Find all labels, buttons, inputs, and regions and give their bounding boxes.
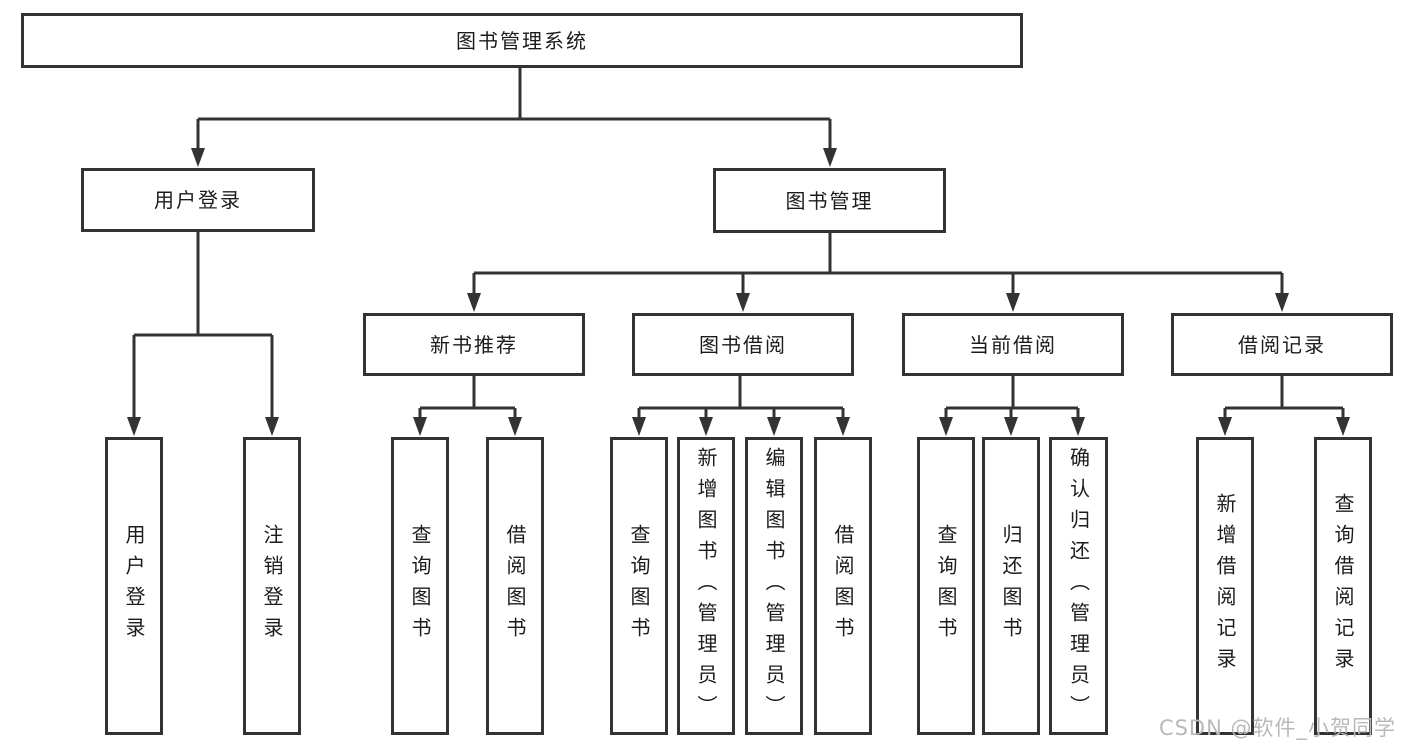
node-label: 查询图书	[627, 524, 651, 648]
node-label: 图书管理	[785, 188, 874, 213]
node-label: 借阅图书	[503, 524, 527, 648]
leaf-edit-book-admin: 编辑图书（管理员）	[745, 437, 803, 735]
leaf-query-books-recommend: 查询图书	[391, 437, 449, 735]
node-label: 查询图书	[934, 524, 958, 648]
node-label: 归还图书	[999, 524, 1023, 648]
leaf-query-books-current: 查询图书	[917, 437, 975, 735]
leaf-add-borrow-record: 新增借阅记录	[1196, 437, 1254, 735]
leaf-user-login: 用户登录	[105, 437, 163, 735]
leaf-query-books-borrow: 查询图书	[610, 437, 668, 735]
node-label: 注销登录	[260, 524, 284, 648]
node-label: 借阅图书	[831, 524, 855, 648]
node-label: 新书推荐	[430, 332, 518, 357]
connector-shafts	[132, 68, 1345, 421]
node-library-management-system: 图书管理系统	[21, 13, 1023, 68]
node-current-borrow: 当前借阅	[902, 313, 1124, 376]
arrow-heads	[127, 148, 1350, 436]
node-label: 当前借阅	[969, 332, 1057, 357]
node-book-borrow: 图书借阅	[632, 313, 854, 376]
node-label: 图书管理系统	[456, 28, 588, 53]
node-user-login: 用户登录	[81, 168, 315, 232]
leaf-query-borrow-record: 查询借阅记录	[1314, 437, 1372, 735]
node-label: 查询图书	[408, 524, 432, 648]
node-book-management: 图书管理	[713, 168, 946, 233]
node-label: 查询借阅记录	[1331, 493, 1355, 679]
node-new-book-recommend: 新书推荐	[363, 313, 585, 376]
node-label: 新增图书（管理员）	[694, 446, 718, 726]
leaf-borrow-books-recommend: 借阅图书	[486, 437, 544, 735]
node-borrow-records: 借阅记录	[1171, 313, 1393, 376]
node-label: 用户登录	[154, 188, 242, 212]
node-label: 图书借阅	[699, 332, 787, 357]
node-label: 借阅记录	[1238, 332, 1326, 357]
leaf-logout: 注销登录	[243, 437, 301, 735]
node-label: 编辑图书（管理员）	[762, 446, 786, 726]
node-label: 用户登录	[122, 524, 146, 648]
leaf-confirm-return-admin: 确认归还（管理员）	[1049, 437, 1108, 735]
leaf-borrow-books: 借阅图书	[814, 437, 872, 735]
node-label: 确认归还（管理员）	[1066, 446, 1091, 726]
node-label: 新增借阅记录	[1213, 493, 1237, 679]
leaf-add-book-admin: 新增图书（管理员）	[677, 437, 735, 735]
leaf-return-book: 归还图书	[982, 437, 1040, 735]
